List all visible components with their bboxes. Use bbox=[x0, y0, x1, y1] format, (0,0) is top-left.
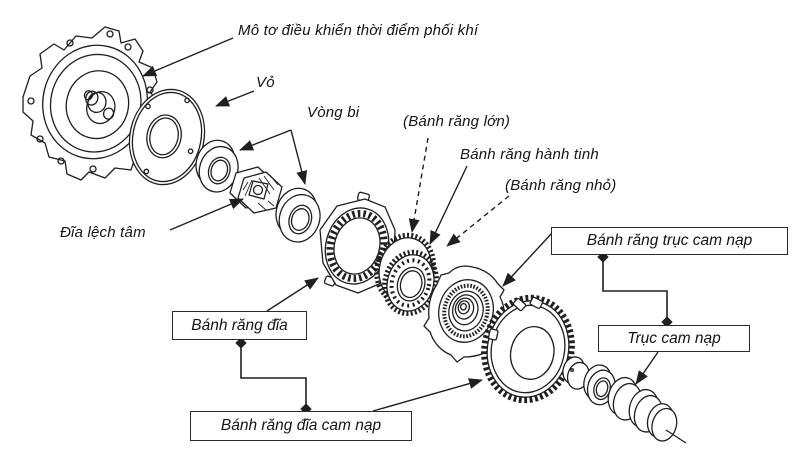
label-box-plate-gear: Bánh răng đĩa bbox=[172, 311, 307, 340]
label-box-intake-camshaft: Trục cam nạp bbox=[598, 325, 750, 352]
label-planetary-gear: Bánh răng hành tinh bbox=[460, 146, 599, 163]
leader-planetary-gear bbox=[429, 165, 468, 245]
label-small-gear: (Bánh răng nhỏ) bbox=[505, 177, 617, 194]
label-bearing: Vòng bi bbox=[307, 104, 360, 121]
label-motor: Mô tơ điều khiển thời điểm phối khí bbox=[238, 22, 479, 39]
label-large-gear: (Bánh răng lớn) bbox=[403, 113, 511, 130]
leader-small-gear bbox=[446, 195, 510, 247]
camshaft-drawing bbox=[562, 356, 687, 444]
leader-motor bbox=[142, 37, 234, 77]
camshaft-gear-drawing bbox=[423, 265, 505, 363]
bearing-rear-drawing bbox=[275, 187, 321, 243]
leader-camshaft-gear bbox=[502, 232, 553, 287]
bearing-front-drawing bbox=[195, 139, 239, 193]
label-cover: Vỏ bbox=[256, 74, 275, 91]
leader-cover bbox=[215, 90, 255, 107]
cover-drawing bbox=[128, 88, 206, 186]
leader-eccentric-disc bbox=[169, 198, 244, 231]
label-box-intake-camshaft-gear: Bánh răng trục cam nạp bbox=[551, 227, 788, 255]
leader-plate-gear bbox=[266, 277, 319, 312]
label-eccentric-disc: Đĩa lệch tâm bbox=[60, 224, 146, 241]
leader-bearing-front bbox=[239, 129, 292, 151]
leader-camshaft bbox=[635, 351, 659, 385]
leader-bearing-rear bbox=[290, 129, 308, 185]
eccentric-disc-drawing bbox=[229, 166, 283, 214]
leader-cam-plate-gear bbox=[372, 378, 483, 412]
leader-large-gear bbox=[408, 137, 429, 233]
leader-lines bbox=[142, 37, 659, 412]
label-box-intake-cam-plate-gear: Bánh răng đĩa cam nạp bbox=[190, 411, 412, 441]
